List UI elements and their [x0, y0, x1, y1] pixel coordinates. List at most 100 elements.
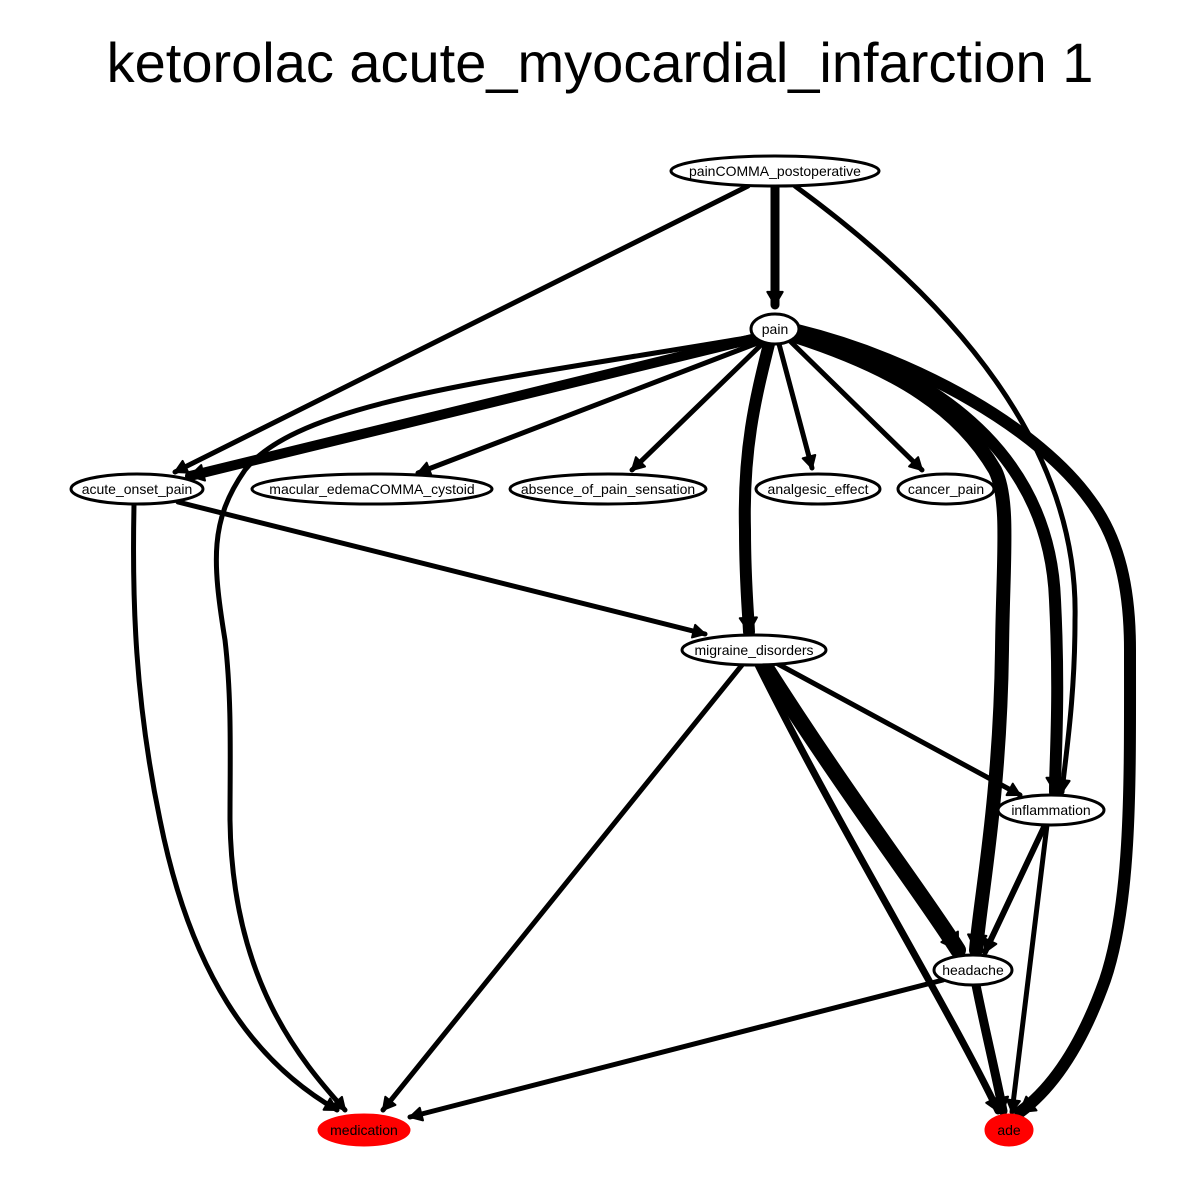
node-ellipse [669, 154, 881, 188]
edge-line [788, 329, 1012, 957]
node-label: painCOMMA_postoperative [689, 163, 861, 179]
node-inflammation: inflammation [996, 793, 1106, 827]
node-medication: medication [317, 1113, 411, 1147]
edge-arrowhead [983, 937, 998, 953]
edge-arrowhead [174, 459, 190, 474]
node-label: acute_onset_pain [82, 481, 193, 497]
edge-arrowhead [691, 623, 706, 639]
edge-pain-to-ade [791, 324, 1137, 1118]
node-ade: ade [984, 1113, 1034, 1147]
edge-line [175, 499, 708, 637]
edge-line [982, 822, 1048, 955]
edge-line [775, 661, 1023, 798]
node-ellipse [317, 1113, 411, 1147]
node-pain: pain [749, 312, 801, 346]
node-ellipse [749, 312, 801, 346]
edge-arrowhead [331, 1095, 346, 1111]
edge-migraine_disorders-to-medication [380, 662, 745, 1113]
edge-pain_postoperative-to-acute_onset_pain [172, 183, 751, 475]
edge-line [380, 662, 745, 1113]
edge-headache-to-ade [971, 980, 1010, 1116]
edge-arrowhead [631, 456, 646, 471]
edge-line [738, 338, 775, 638]
node-ellipse [508, 472, 708, 506]
edge-arrowhead [1019, 1095, 1038, 1113]
node-ellipse [896, 472, 996, 506]
graph-title: ketorolac acute_myocardial_infarction 1 [106, 31, 1094, 94]
node-analgesic_effect: analgesic_effect [754, 472, 882, 506]
node-label: absence_of_pain_sensation [521, 481, 695, 497]
node-absence_of_pain: absence_of_pain_sensation [508, 472, 708, 506]
node-label: migraine_disorders [694, 642, 813, 658]
edge-line [172, 183, 751, 475]
edge-arrowhead [766, 290, 784, 306]
edge-line [776, 341, 815, 471]
edge-arrowhead [1005, 1098, 1021, 1113]
edge-pain-to-medication [213, 334, 755, 1113]
edge-pain-to-headache [788, 329, 1012, 957]
node-label: medication [330, 1122, 398, 1138]
edge-arrowhead [189, 464, 207, 482]
edge-arrowhead [322, 1097, 338, 1111]
node-migraine_disorders: migraine_disorders [680, 633, 828, 667]
node-acute_onset_pain: acute_onset_pain [69, 472, 205, 506]
edge-line [213, 334, 755, 1113]
node-ellipse [754, 472, 882, 506]
edge-acute_onset_pain-to-migraine_disorders [175, 499, 708, 639]
edge-pain-to-acute_onset_pain [185, 333, 761, 482]
edge-line [185, 333, 761, 481]
edge-inflammation-to-ade [1005, 822, 1050, 1115]
node-ellipse [680, 633, 828, 667]
edge-pain-to-inflammation [791, 327, 1065, 798]
edge-arrowhead [967, 933, 988, 951]
node-label: headache [942, 962, 1004, 978]
node-label: cancer_pain [908, 481, 984, 497]
edge-migraine_disorders-to-inflammation [775, 661, 1023, 798]
edge-line [755, 655, 966, 958]
edge-arrowhead [1005, 782, 1021, 797]
node-label: ade [997, 1122, 1021, 1138]
node-ellipse [69, 472, 205, 506]
edge-arrowhead [417, 461, 433, 476]
node-ellipse [996, 793, 1106, 827]
edge-arrowhead [801, 453, 817, 469]
node-label: analgesic_effect [768, 481, 869, 497]
edge-line [415, 339, 763, 476]
edge-inflammation-to-headache [982, 822, 1048, 955]
edge-migraine_disorders-to-headache [755, 655, 966, 958]
edge-arrowhead [940, 930, 959, 951]
node-label: macular_edemaCOMMA_cystoid [269, 481, 474, 497]
edge-line [407, 977, 946, 1120]
edge-pain-to-absence_of_pain [629, 341, 765, 473]
edge-line [791, 327, 1064, 798]
edge-pain-to-analgesic_effect [776, 341, 817, 471]
edge-line [754, 661, 1002, 1115]
node-cancer_pain: cancer_pain [896, 472, 996, 506]
node-pain_postoperative: painCOMMA_postoperative [669, 154, 881, 188]
edge-arrowhead [991, 1095, 1010, 1112]
node-headache: headache [932, 953, 1014, 987]
edge-migraine_disorders-to-ade [754, 661, 1002, 1115]
edge-line [786, 337, 925, 473]
edge-line [130, 502, 340, 1113]
edge-headache-to-medication [407, 977, 946, 1122]
node-label: inflammation [1011, 802, 1090, 818]
edge-pain-to-cancer_pain [786, 337, 925, 473]
node-ellipse [250, 472, 494, 506]
edges-layer [130, 181, 1137, 1122]
edge-line [629, 341, 765, 473]
edge-arrowhead [1045, 776, 1065, 793]
node-ellipse [932, 953, 1014, 987]
node-label: pain [762, 321, 788, 337]
edge-arrowhead [409, 1106, 424, 1122]
edge-arrowhead [908, 456, 923, 471]
edge-arrowhead [382, 1095, 397, 1111]
edge-line [792, 183, 1078, 795]
edge-acute_onset_pain-to-medication [130, 502, 340, 1113]
edge-pain_postoperative-to-pain [766, 181, 784, 310]
edge-line [1009, 822, 1050, 1115]
edge-pain-to-migraine_disorders [738, 338, 775, 638]
node-ellipse [984, 1113, 1034, 1147]
